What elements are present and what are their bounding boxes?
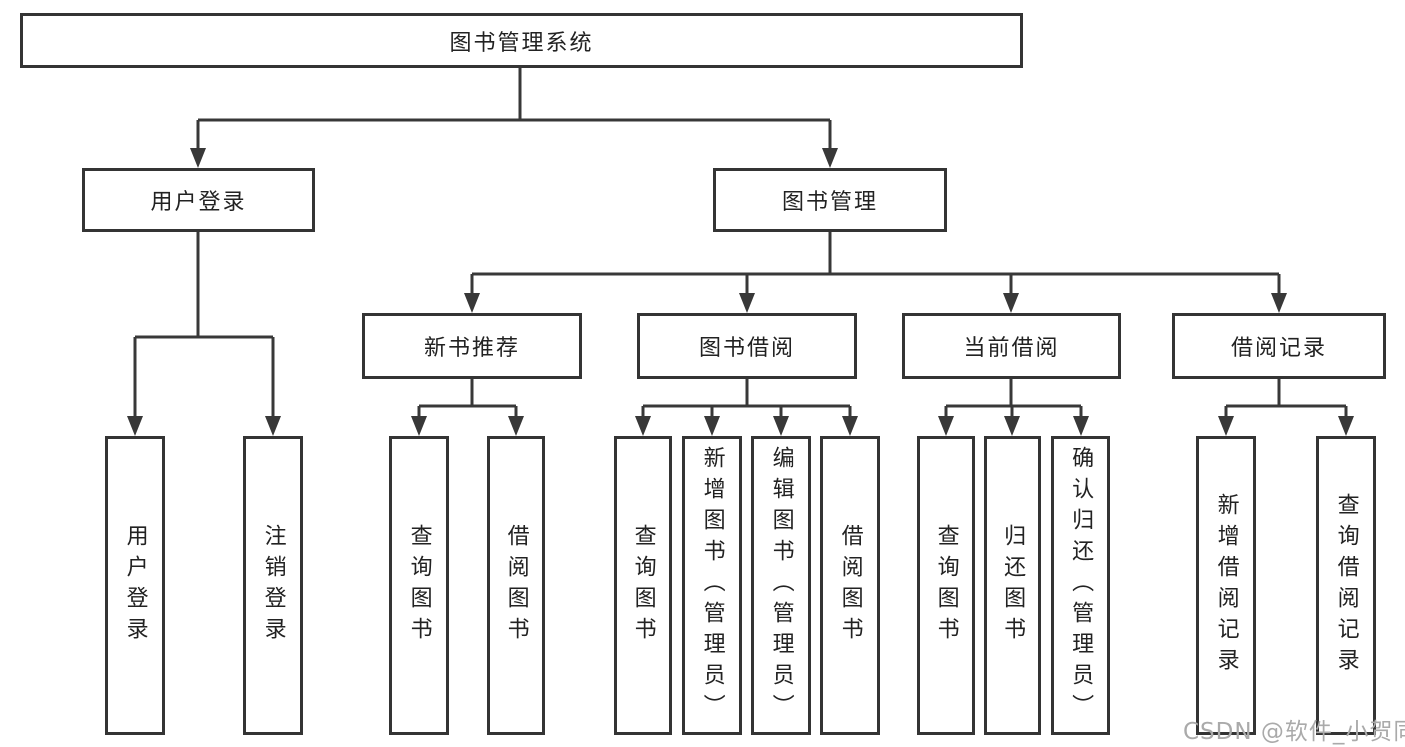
leaf-label: 确认归还（管理员） — [1068, 446, 1094, 725]
node-borrowing-records: 借阅记录 — [1172, 313, 1386, 379]
leaf-label: 借阅图书 — [503, 523, 529, 648]
leaf-query-borrow-record: 查询借阅记录 — [1316, 436, 1376, 735]
node-book-management: 图书管理 — [713, 168, 947, 232]
node-new-book-recommend: 新书推荐 — [362, 313, 582, 379]
leaf-add-borrow-record: 新增借阅记录 — [1196, 436, 1256, 735]
leaf-label: 查询图书 — [933, 523, 959, 648]
leaf-label: 用户登录 — [122, 523, 148, 648]
arrowheads — [127, 148, 1354, 436]
leaf-label: 查询借阅记录 — [1333, 492, 1359, 679]
leaf-label: 归还图书 — [1000, 523, 1026, 648]
leaf-borrow-books-1: 借阅图书 — [487, 436, 545, 735]
node-root: 图书管理系统 — [20, 13, 1023, 68]
leaf-label: 查询图书 — [406, 523, 432, 648]
leaf-borrow-books-2: 借阅图书 — [820, 436, 880, 735]
leaf-label: 新增借阅记录 — [1213, 492, 1239, 679]
connector-segments — [133, 68, 1348, 417]
leaf-query-books-2: 查询图书 — [614, 436, 672, 735]
leaf-label: 查询图书 — [630, 523, 656, 648]
leaf-add-book-admin: 新增图书（管理员） — [682, 436, 742, 735]
leaf-user-login: 用户登录 — [105, 436, 165, 735]
leaf-logout: 注销登录 — [243, 436, 303, 735]
leaf-edit-book-admin: 编辑图书（管理员） — [751, 436, 811, 735]
leaf-query-books-3: 查询图书 — [917, 436, 975, 735]
node-book-borrowing: 图书借阅 — [637, 313, 857, 379]
leaf-label: 借阅图书 — [837, 523, 863, 648]
node-user-login: 用户登录 — [82, 168, 315, 232]
leaf-query-books-1: 查询图书 — [389, 436, 449, 735]
leaf-label: 注销登录 — [260, 523, 286, 648]
node-current-borrowing: 当前借阅 — [902, 313, 1121, 379]
watermark: CSDN @软件_小贺同学 — [1183, 719, 1405, 745]
leaf-label: 新增图书（管理员） — [699, 446, 725, 725]
leaf-return-book: 归还图书 — [984, 436, 1041, 735]
leaf-label: 编辑图书（管理员） — [768, 446, 794, 725]
leaf-confirm-return-admin: 确认归还（管理员） — [1051, 436, 1110, 735]
